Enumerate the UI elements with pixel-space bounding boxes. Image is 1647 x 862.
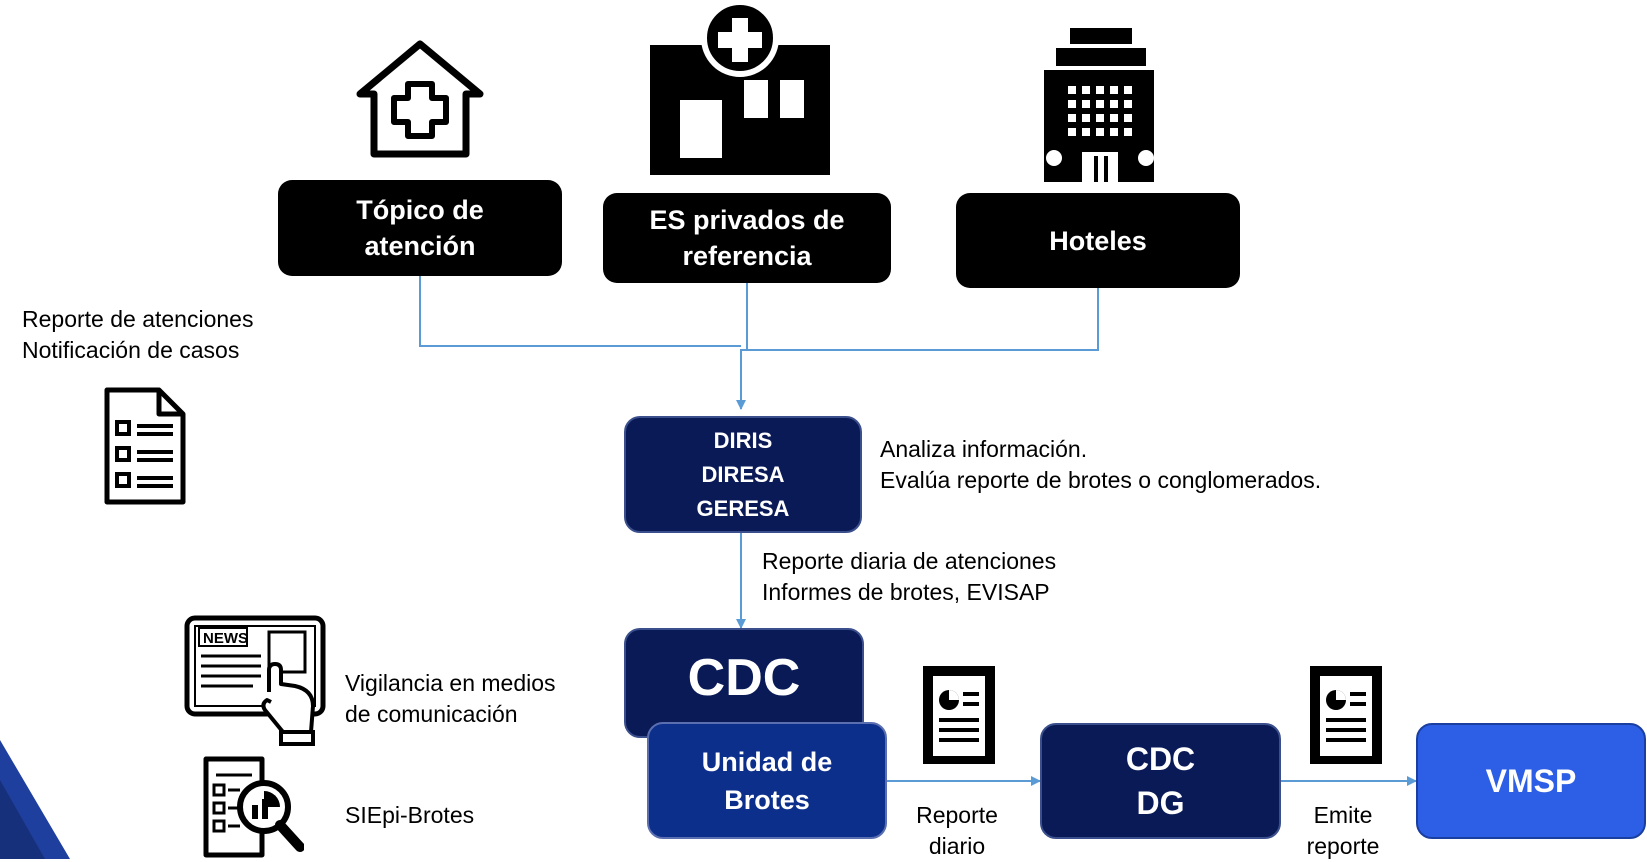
media-label-line1: Vigilancia en medios [345,670,556,696]
hotel-icon [1044,28,1154,182]
reporte-diario-line1: Reporte [916,802,998,828]
clinic-icon [650,0,830,175]
report-document-icon [923,666,995,764]
cdc-box: CDC [624,628,864,738]
cdc-label: CDC [687,649,801,707]
es-privados-box: ES privados de referencia [603,193,891,283]
topico-label-line2: atención [364,231,476,261]
diris-notes: Analiza información. Evalúa reporte de b… [880,434,1321,496]
diris-note-line2: Evalúa reporte de brotes o conglomerados… [880,467,1322,493]
report-document-icon-2 [1310,666,1382,764]
es-privados-label-line1: ES privados de [649,205,845,235]
unidad-label-line1: Unidad de [701,746,833,777]
vmsp-box: VMSP [1416,723,1646,839]
media-label: Vigilancia en medios de comunicación [345,668,556,730]
cdc-dg-label-line1: CDC [1125,741,1196,777]
emite-reporte-label: Emite reporte [1293,800,1393,862]
diris-label: DIRIS [713,427,773,453]
news-tablet-icon: NEWS [184,615,326,746]
news-icon-text: NEWS [203,630,248,647]
cdc-dg-label-line2: DG [1136,785,1185,821]
siepi-label: SIEpi-Brotes [345,802,475,828]
unidad-brotes-box: Unidad de Brotes [647,722,887,839]
emite-reporte-line2: reporte [1306,833,1380,859]
checklist-icon [104,387,186,505]
reporte-diario-line2: diario [928,833,986,859]
es-privados-label-line2: referencia [682,241,812,271]
health-post-icon [356,40,484,158]
cdc-input-note-line2: Informes de brotes, EVISAP [762,579,1050,605]
reporte-diario-label: Reporte diario [902,800,1012,862]
vmsp-label: VMSP [1485,762,1577,799]
left-note-line1: Reporte de atenciones [22,306,254,332]
cdc-input-note-line1: Reporte diaria de atenciones [762,548,1057,574]
diris-note-line1: Analiza información. [880,436,1088,462]
connector-topico [419,276,741,347]
siepi-report-icon [203,756,304,858]
geresa-label: GERESA [696,495,790,521]
connector-hoteles [736,288,1099,410]
media-label-line2: de comunicación [345,701,518,727]
cdc-input-notes: Reporte diaria de atenciones Informes de… [762,546,1056,608]
topico-label-line1: Tópico de [356,195,484,225]
emite-reporte-line1: Emite [1313,802,1373,828]
cdc-dg-box: CDC DG [1040,723,1281,839]
hoteles-label: Hoteles [1049,225,1147,256]
topico-box: Tópico de atención [278,180,562,276]
corner-decoration [0,740,70,859]
hoteles-box: Hoteles [956,193,1240,288]
diresa-label: DIRESA [701,461,785,487]
left-notes: Reporte de atenciones Notificación de ca… [22,304,253,366]
left-note-line2: Notificación de casos [22,337,240,363]
diris-box: DIRIS DIRESA GERESA [624,416,862,533]
unidad-label-line2: Brotes [724,784,810,815]
